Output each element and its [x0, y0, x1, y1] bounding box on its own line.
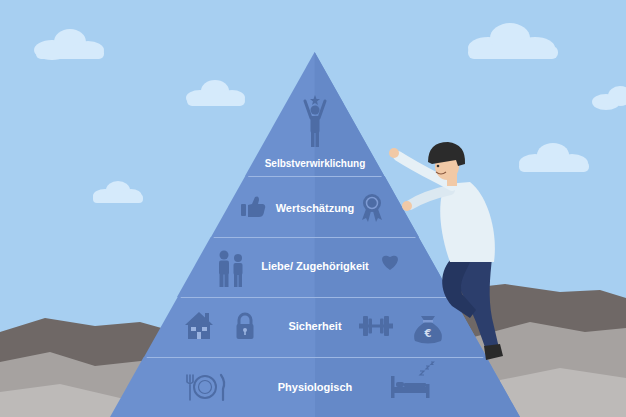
level-label: Physiologisch [278, 381, 353, 394]
padlock-icon [237, 314, 254, 339]
plate-cutlery-icon-part [194, 376, 216, 398]
rosette-icon-part [367, 198, 378, 209]
plate-cutlery-icon-part [187, 375, 193, 400]
band-fill [211, 176, 419, 237]
band-fill [110, 357, 520, 417]
climber-figure-part [484, 344, 503, 360]
cloud [34, 23, 626, 203]
level-label: Selbstverwirklichung [265, 157, 366, 170]
band-divider [147, 357, 484, 358]
bed-icon-part [391, 387, 429, 393]
dumbbell-icon-part [369, 319, 373, 334]
thumbs-up-icon [241, 196, 265, 217]
band-divider [214, 237, 416, 238]
money-bag-icon [414, 316, 442, 344]
house-icon-part [202, 327, 207, 331]
cloud-part [187, 96, 245, 106]
band-shade [315, 52, 385, 176]
cloud-part [468, 46, 558, 59]
couple-icon [219, 251, 243, 288]
self-actualisation-icon-part [310, 95, 320, 105]
bed-icon [391, 362, 434, 398]
dumbbell-icon [359, 316, 393, 336]
self-actualisation-icon [305, 95, 325, 147]
couple-icon-part [219, 261, 229, 275]
band-fill [245, 52, 384, 176]
bed-icon-part [420, 362, 434, 375]
bed-icon-part [396, 382, 404, 387]
heart-icon [382, 256, 398, 270]
currency-sign: € [425, 328, 432, 340]
mountain-part [500, 368, 626, 417]
level-label: Sicherheit [288, 320, 341, 333]
couple-icon-part [234, 263, 243, 275]
padlock-icon-part [244, 330, 246, 335]
thumbs-up-icon-part [241, 204, 246, 216]
self-actualisation-icon-part [316, 132, 320, 147]
band-divider [248, 176, 381, 177]
rosette-icon [362, 194, 382, 222]
couple-icon-part [239, 274, 243, 287]
climber-figure-part [428, 142, 465, 166]
self-actualisation-icon-part [305, 101, 311, 118]
level-label: Liebe/ Zugehörigkeit [261, 260, 369, 273]
pyramid-band: Physiologisch [110, 357, 520, 417]
couple-icon-part [220, 251, 229, 260]
level-label: Wertschätzung [276, 202, 355, 215]
band-fill [177, 237, 452, 297]
self-actualisation-icon-part [311, 132, 315, 147]
cloud-part [519, 161, 589, 172]
bed-icon-part [404, 383, 426, 387]
couple-icon-part [234, 254, 242, 262]
couple-icon-part [225, 273, 229, 287]
heart-icon-part [382, 256, 398, 270]
house-icon-part [197, 332, 201, 339]
mountain [0, 284, 626, 417]
padlock-icon-part [237, 324, 254, 339]
climber-figure-part [442, 258, 476, 318]
couple-icon-part [220, 273, 224, 287]
self-actualisation-icon-part [319, 101, 325, 118]
thumbs-up-icon-part [248, 196, 265, 217]
money-bag-icon-part [423, 320, 433, 323]
house-icon-part [188, 323, 210, 339]
house-icon [185, 312, 213, 339]
climber-figure-part [402, 201, 412, 211]
dumbbell-icon-part [380, 319, 384, 334]
cloud-part [93, 194, 143, 203]
climber-figure-part [436, 172, 446, 174]
self-actualisation-icon-part [311, 106, 320, 115]
pyramid-band: Liebe/ Zugehörigkeit [177, 237, 452, 297]
money-bag-icon-part [414, 316, 442, 344]
plate-cutlery-icon-part [221, 375, 224, 400]
cloud-part [36, 48, 104, 59]
band-divider [180, 297, 449, 298]
house-icon-part [191, 327, 196, 331]
dumbbell-icon-part [389, 324, 393, 329]
plate-cutlery-icon-part [199, 381, 212, 394]
plate-cutlery-icon [187, 375, 224, 400]
dumbbell-icon-part [363, 316, 368, 336]
dumbbell-icon-part [359, 324, 363, 329]
climber-figure-part [410, 190, 450, 205]
climber-figure-part [389, 148, 399, 158]
band-fill [144, 297, 487, 357]
rosette-icon-part [363, 194, 381, 212]
cloud-part [608, 86, 626, 106]
dumbbell-icon-part [384, 316, 389, 336]
climber-figure-part [437, 165, 440, 168]
couple-icon-part [234, 274, 238, 287]
climber-figure [389, 142, 503, 360]
